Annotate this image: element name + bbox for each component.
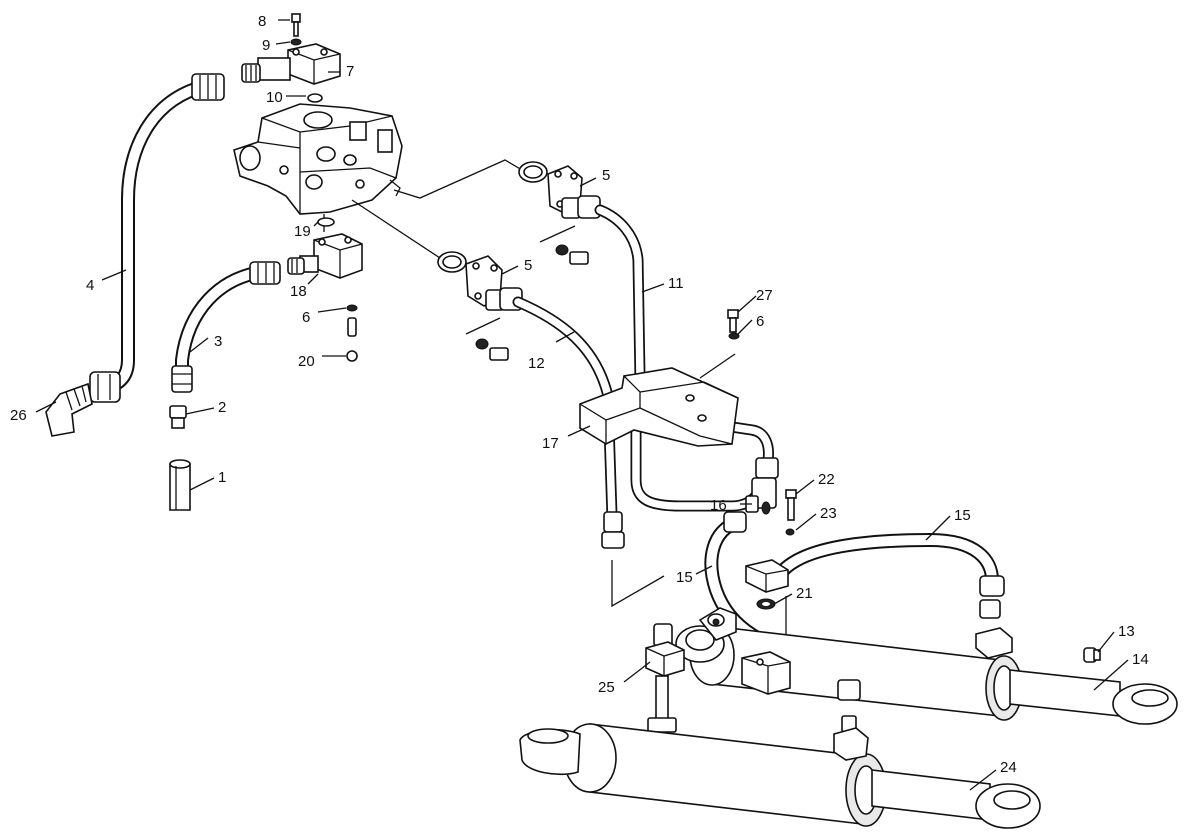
callout-6-left: 6 (302, 309, 310, 326)
fitting-block-7 (241, 43, 341, 85)
elbow-fitting-26 (45, 382, 93, 437)
bolt-22 (785, 489, 797, 521)
callout-21: 21 (796, 585, 813, 602)
callout-9: 9 (262, 37, 270, 54)
callout-5-upper: 5 (602, 167, 610, 184)
callout-1: 1 (218, 469, 226, 486)
cylinder-mount (675, 607, 737, 663)
coupling-1 (169, 459, 191, 511)
tube-11 (594, 204, 646, 384)
port-fitting-upper-right (975, 599, 1013, 659)
screw-20 (346, 317, 358, 362)
callout-14: 14 (1132, 651, 1149, 668)
callout-17: 17 (542, 435, 559, 452)
callout-15-right: 15 (954, 507, 971, 524)
callout-22: 22 (818, 471, 835, 488)
callout-23: 23 (820, 505, 837, 522)
o-ring-19 (317, 217, 335, 227)
callout-24: 24 (1000, 759, 1017, 776)
washer-6-left (346, 304, 358, 312)
pipe-25 (645, 623, 685, 733)
callout-16: 16 (710, 497, 727, 514)
cylinder-24 (519, 723, 1041, 829)
callout-12: 12 (528, 355, 545, 372)
bolts-5-upper (555, 244, 589, 265)
washer-9 (290, 38, 302, 46)
bolts-5-lower (475, 338, 509, 361)
callout-26: 26 (10, 407, 27, 424)
tee-block (745, 559, 789, 593)
bolt-27 (727, 309, 739, 333)
bolt-8 (291, 13, 301, 37)
adapter-2 (169, 405, 187, 429)
washer-23 (785, 528, 795, 536)
callout-11: 11 (668, 275, 684, 292)
callout-20: 20 (298, 353, 315, 370)
callout-labels: 8 9 7 10 5 19 5 4 11 18 27 6 6 3 12 20 2… (10, 13, 1149, 776)
callout-18: 18 (290, 283, 307, 300)
flange-5-lower (437, 251, 523, 311)
plug-13 (1083, 647, 1101, 663)
control-valve (233, 103, 403, 215)
tube-12-nut (601, 511, 625, 549)
port-block-upper (741, 651, 791, 695)
callout-25: 25 (598, 679, 615, 696)
fitting-16 (745, 457, 779, 515)
leader-lines (35, 19, 1129, 791)
callout-4: 4 (86, 277, 94, 294)
callout-6-right: 6 (756, 313, 764, 330)
guide-lines (323, 159, 787, 640)
hose-3 (171, 261, 281, 393)
callout-7: 7 (346, 63, 354, 80)
washer-21 (756, 598, 776, 610)
hose-15-right (773, 532, 1005, 597)
flange-5-upper (518, 161, 601, 219)
bracket-17 (579, 367, 739, 447)
fitting-block-18 (287, 233, 363, 279)
callout-19: 19 (294, 223, 311, 240)
cylinder-14 (689, 624, 1178, 725)
callout-10: 10 (266, 89, 283, 106)
hose-4 (89, 73, 225, 403)
callout-2: 2 (218, 399, 226, 416)
callout-15-left: 15 (676, 569, 693, 586)
washer-6-right (728, 332, 740, 340)
callout-3: 3 (214, 333, 222, 350)
port-fitting-lower (833, 679, 869, 761)
callout-8: 8 (258, 13, 266, 30)
o-ring-10 (307, 93, 323, 103)
callout-13: 13 (1118, 623, 1135, 640)
callout-27: 27 (756, 287, 773, 304)
callout-5-lower: 5 (524, 257, 532, 274)
tube-12 (512, 296, 618, 522)
